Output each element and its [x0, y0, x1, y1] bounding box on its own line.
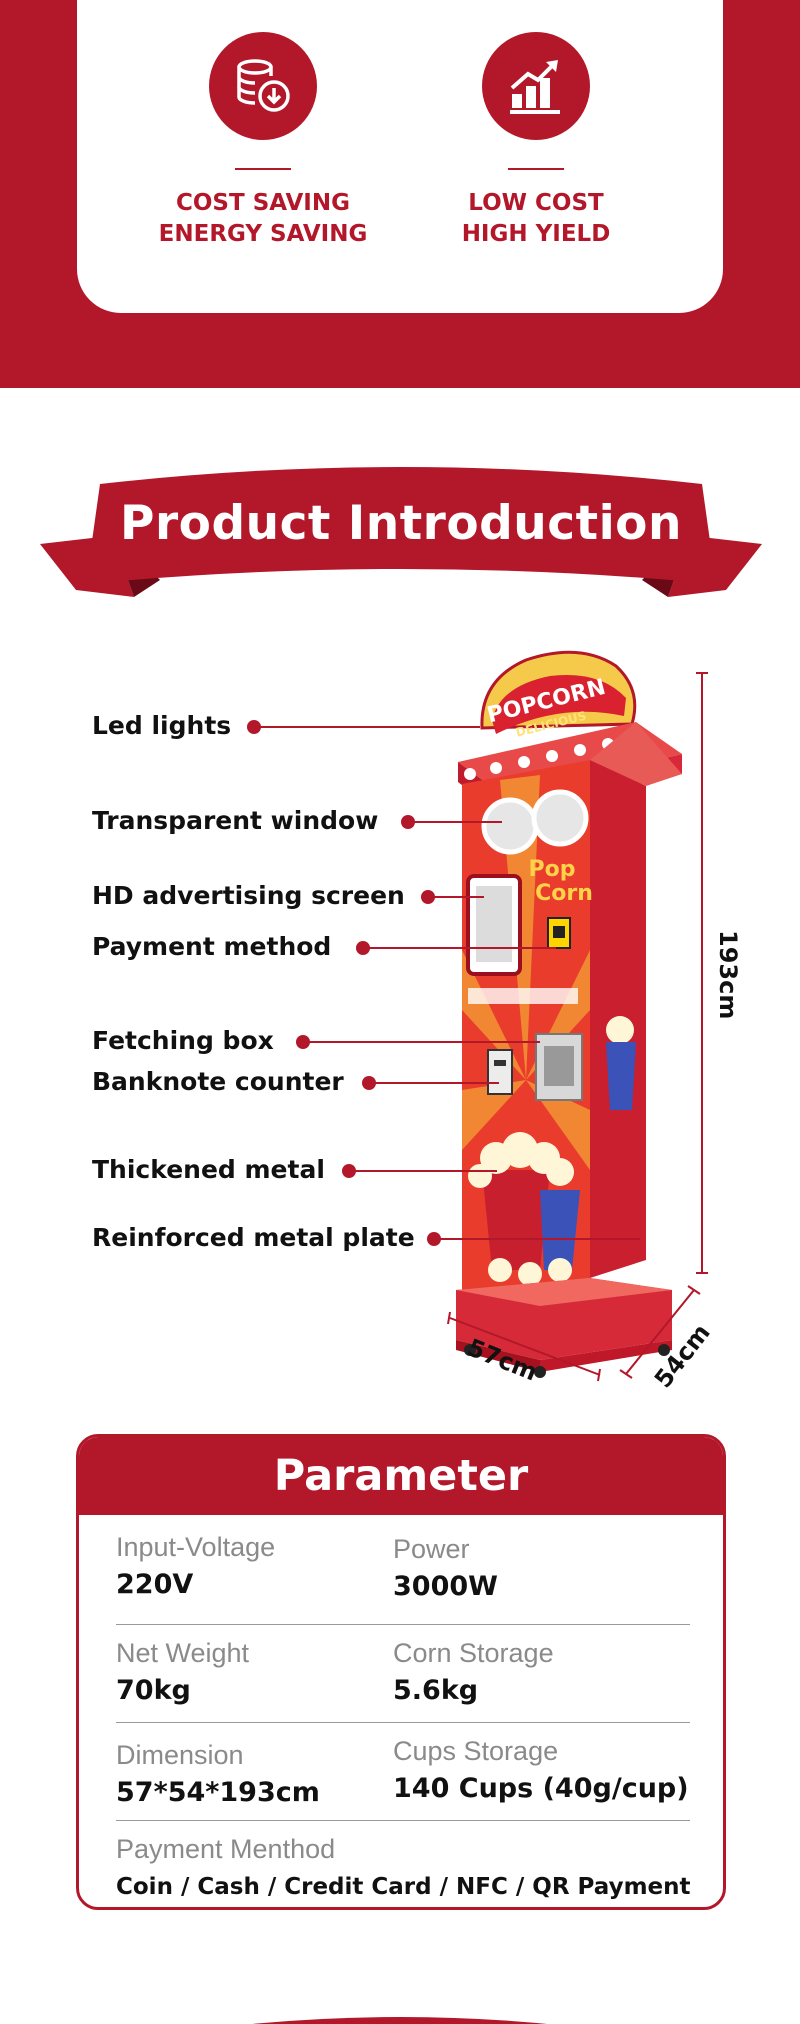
feature-caption: COST SAVING ENERGY SAVING	[138, 188, 388, 250]
height-dimension-line	[701, 673, 703, 1273]
callout-leader	[363, 947, 556, 949]
parameter-row: Payment Menthod Coin / Cash / Credit Car…	[116, 1821, 691, 1907]
param-dimension: Dimension 57*54*193cm	[116, 1739, 320, 1811]
param-value: 3000W	[393, 1571, 498, 1602]
height-dimension-cap-top	[696, 672, 708, 674]
callout-leader	[303, 1041, 540, 1043]
param-payment-method: Payment Menthod Coin / Cash / Credit Car…	[116, 1833, 691, 1905]
feature-caption-line2: HIGH YIELD	[461, 221, 611, 247]
next-ribbon-banner	[252, 2017, 548, 2024]
callout-banknote-counter: Banknote counter	[92, 1067, 344, 1096]
callout-thickened-metal: Thickened metal	[92, 1155, 325, 1184]
feature-caption-line1: COST SAVING	[176, 190, 350, 216]
param-label: Corn Storage	[393, 1638, 554, 1668]
callout-led-lights: Led lights	[92, 711, 232, 740]
parameter-title: Parameter	[79, 1437, 723, 1515]
row-divider	[116, 1820, 690, 1821]
machine-logo-pop: Pop	[529, 857, 576, 882]
callout-leader	[349, 1170, 497, 1172]
param-label: Payment Menthod	[116, 1834, 336, 1864]
callout-transparent-window: Transparent window	[92, 806, 379, 835]
param-value: Coin / Cash / Credit Card / NFC / QR Pay…	[116, 1874, 691, 1900]
callout-leader	[434, 1238, 640, 1240]
feature-caption: LOW COST HIGH YIELD	[411, 188, 661, 250]
ribbon-banner	[40, 467, 762, 597]
callout-hd-screen: HD advertising screen	[92, 881, 405, 910]
callout-reinforced-plate: Reinforced metal plate	[92, 1223, 415, 1252]
callout-fetching-box: Fetching box	[92, 1026, 274, 1055]
popcorn-machine-image: POPCORN DELICIOUS Pop Corn	[447, 650, 701, 1382]
param-value: 140 Cups (40g/cup)	[393, 1773, 689, 1804]
param-label: Dimension	[116, 1740, 244, 1770]
height-label: 193cm	[714, 930, 742, 1020]
height-dimension-cap-bottom	[696, 1272, 708, 1274]
machine-logo-corn: Corn	[535, 881, 593, 906]
row-divider	[116, 1624, 690, 1625]
row-divider	[116, 1722, 690, 1723]
param-value: 57*54*193cm	[116, 1777, 320, 1808]
parameter-row: Input-Voltage 220V Power 3000W	[116, 1531, 690, 1625]
section-title: Product Introduction	[120, 496, 682, 551]
feature-cost-saving: COST SAVING ENERGY SAVING	[138, 32, 388, 250]
parameter-row: Dimension 57*54*193cm Cups Storage 140 C…	[116, 1723, 690, 1821]
param-value: 70kg	[116, 1675, 191, 1706]
param-value: 220V	[116, 1569, 194, 1600]
callout-leader	[428, 896, 484, 898]
param-value: 5.6kg	[393, 1675, 479, 1706]
param-label: Power	[393, 1534, 470, 1564]
param-net-weight: Net Weight 70kg	[116, 1637, 249, 1709]
feature-card	[77, 0, 723, 313]
coin-stack-down-icon	[209, 32, 317, 140]
param-corn-storage: Corn Storage 5.6kg	[393, 1637, 554, 1709]
callout-leader	[369, 1082, 499, 1084]
feature-caption-line1: LOW COST	[468, 190, 604, 216]
feature-low-cost: LOW COST HIGH YIELD	[411, 32, 661, 250]
parameter-row: Net Weight 70kg Corn Storage 5.6kg	[116, 1625, 690, 1723]
feature-caption-line2: ENERGY SAVING	[158, 221, 368, 247]
callout-leader	[408, 821, 502, 823]
callout-payment-method: Payment method	[92, 932, 332, 961]
param-label: Input-Voltage	[116, 1532, 276, 1562]
param-label: Net Weight	[116, 1638, 250, 1668]
param-label: Cups Storage	[393, 1736, 559, 1766]
parameter-table: Parameter Input-Voltage 220V Power 3000W…	[76, 1434, 726, 1910]
param-cups-storage: Cups Storage 140 Cups (40g/cup)	[393, 1735, 689, 1807]
param-power: Power 3000W	[393, 1533, 498, 1605]
feature-band: COST SAVING ENERGY SAVING LOW COST HIGH …	[0, 0, 800, 388]
param-input-voltage: Input-Voltage 220V	[116, 1531, 275, 1603]
feature-divider	[508, 168, 564, 170]
feature-divider	[235, 168, 291, 170]
bar-chart-up-icon	[482, 32, 590, 140]
callout-leader	[254, 726, 480, 728]
